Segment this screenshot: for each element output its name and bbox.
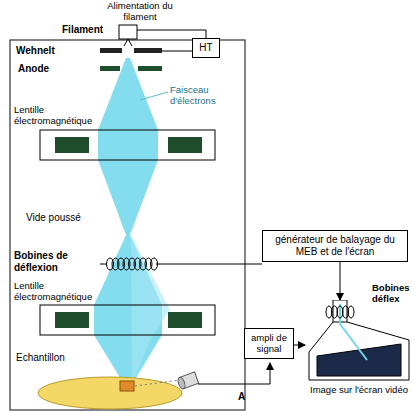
lens-housing xyxy=(40,130,215,160)
node-text: générateur de balayage du MEB et de l'éc… xyxy=(267,234,403,258)
part-label: Bobines de déflexion xyxy=(14,250,94,274)
part-label: Filament xyxy=(62,24,103,36)
part-label: Lentille électromagnétique xyxy=(14,280,96,303)
deflection-coil xyxy=(100,258,158,270)
part-label: Vide poussé xyxy=(26,212,86,224)
electron-beam xyxy=(98,58,158,235)
leader-line xyxy=(140,92,168,100)
vacuum-column xyxy=(10,40,245,410)
part-label: Alimentation du filament xyxy=(98,0,182,23)
supply-wire xyxy=(137,30,206,38)
part-label: Bobines déflex xyxy=(372,282,414,305)
part-label: Wehnelt xyxy=(16,45,55,57)
anode xyxy=(100,66,120,71)
crt-screen: Image sur l'écran vidéo xyxy=(305,300,413,395)
detector xyxy=(177,372,199,390)
lens-coil xyxy=(168,137,202,153)
filament-wire xyxy=(124,39,132,46)
wehnelt xyxy=(100,48,122,53)
deflected-beam xyxy=(131,235,170,386)
scan-wire xyxy=(156,264,262,265)
node-text: ampli de signal xyxy=(249,332,289,355)
sample-holder xyxy=(38,377,182,409)
process-box: ampli de signal xyxy=(244,328,294,359)
process-box: HT xyxy=(192,38,220,58)
lens-coil xyxy=(55,137,89,153)
part-label: Echantillon xyxy=(16,352,65,364)
part-label: Anode xyxy=(18,63,49,75)
wehnelt-wire xyxy=(162,51,192,52)
signal-connector xyxy=(294,345,305,346)
part-label: A xyxy=(238,391,245,403)
lens-housing xyxy=(40,305,215,335)
filament-box xyxy=(119,25,137,39)
sample xyxy=(120,381,134,391)
part-label: Lentille électromagnétique xyxy=(14,104,96,127)
lens-coil xyxy=(168,312,202,328)
process-box: générateur de balayage du MEB et de l'éc… xyxy=(262,230,408,262)
node-text: Image sur l'écran vidéo xyxy=(305,384,413,395)
node-text: HT xyxy=(197,42,215,54)
signal-wire xyxy=(198,363,270,384)
lens-coil xyxy=(55,312,89,328)
signal-connector xyxy=(340,262,341,300)
crt-drawing xyxy=(305,300,413,382)
part-label: Faisceau d'électrons xyxy=(170,84,240,107)
anode xyxy=(138,66,162,71)
wehnelt xyxy=(134,48,162,53)
secondary-electrons xyxy=(135,380,180,386)
